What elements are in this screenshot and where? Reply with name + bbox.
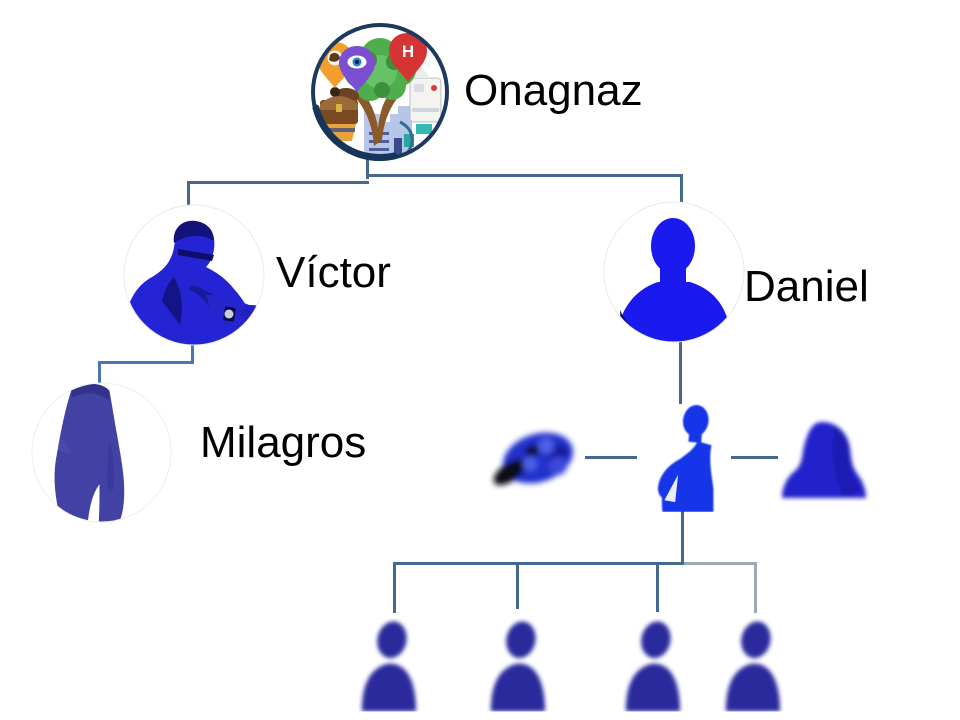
- connector-team-left: [585, 456, 637, 459]
- eye-pin-icon: [339, 46, 375, 92]
- person-silhouette-icon: [657, 405, 714, 512]
- node-milagros: [30, 381, 173, 524]
- hospital-pin-letter: H: [402, 42, 414, 61]
- connector-member1-drop: [393, 562, 396, 613]
- connector-member3-drop: [656, 562, 659, 612]
- connector-milagros-drop: [98, 361, 101, 384]
- label-daniel: Daniel: [744, 262, 869, 311]
- label-milagros: Milagros: [200, 418, 367, 467]
- node-team-center-person: [634, 404, 734, 512]
- male-bust-silhouette-icon: [603, 201, 745, 343]
- connector-victor-stub: [191, 340, 194, 364]
- organization-logo-icon: H: [311, 23, 449, 162]
- blurred-bust-icon: [487, 618, 549, 712]
- businessman-photo-avatar-icon: [123, 204, 265, 346]
- connector-member4-drop: [754, 562, 757, 613]
- team-member-bust-4: [722, 618, 784, 712]
- team-member-bust-3: [622, 618, 684, 712]
- node-daniel: [602, 200, 746, 344]
- hospital-pin-icon: H: [389, 33, 427, 82]
- connector-member2-drop: [516, 562, 519, 609]
- node-victor: [122, 203, 266, 347]
- connector-level2-left: [187, 181, 369, 184]
- blurred-bust-icon: [722, 618, 784, 712]
- connector-bottom-horizontal: [393, 562, 684, 565]
- node-onagnaz: H: [308, 20, 452, 164]
- connector-victor-drop: [187, 181, 190, 207]
- blurred-bust-icon: [358, 618, 420, 712]
- connector-level2-right: [366, 174, 683, 177]
- node-team-left-figure: [486, 420, 588, 500]
- blurred-figure-icon: [493, 432, 574, 486]
- connector-daniel-drop: [680, 174, 683, 202]
- team-member-bust-1: [358, 618, 420, 712]
- blurred-head-icon: [782, 422, 866, 498]
- team-member-bust-2: [487, 618, 549, 712]
- blurred-bust-icon: [622, 618, 684, 712]
- connector-bottom-horizontal-right: [684, 562, 757, 565]
- connector-milagros-horizontal: [98, 361, 194, 364]
- label-onagnaz: Onagnaz: [464, 66, 643, 115]
- connector-daniel-to-team: [679, 338, 682, 404]
- woman-silhouette-avatar-icon: [31, 382, 172, 523]
- label-victor: Víctor: [276, 248, 391, 297]
- connector-team-down: [681, 508, 684, 564]
- connector-team-right: [731, 456, 778, 459]
- connector-root-stub: [366, 152, 369, 179]
- node-team-right-figure: [774, 414, 872, 506]
